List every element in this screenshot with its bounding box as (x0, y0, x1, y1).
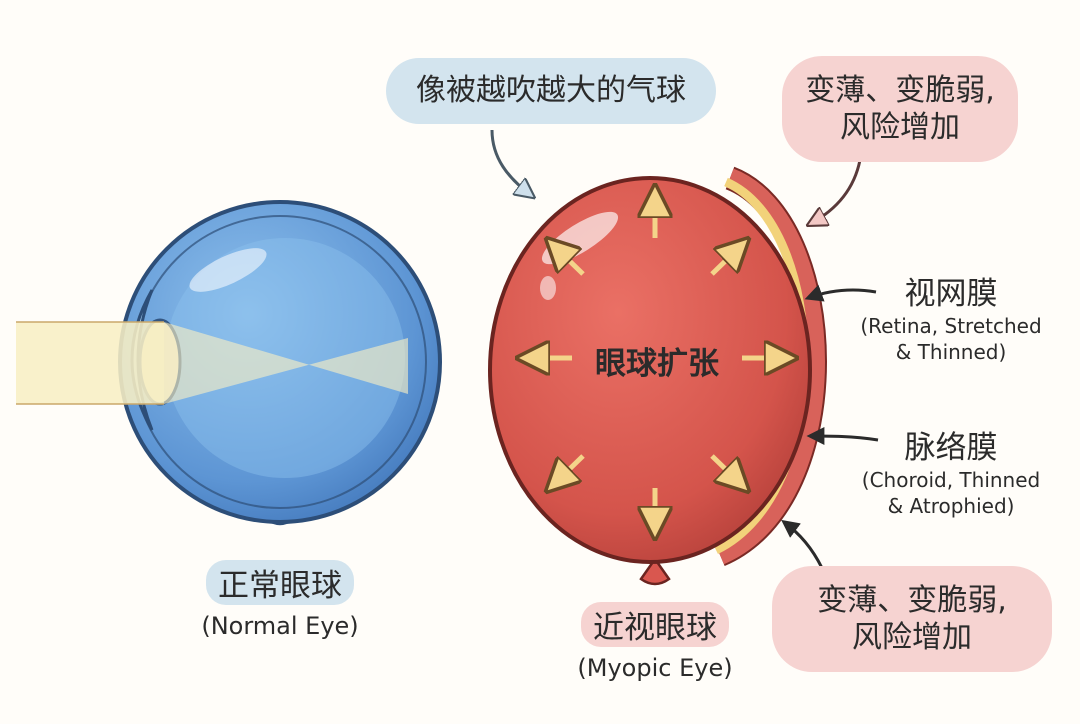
top-thinning-arrow (810, 159, 862, 224)
bottom-thinning-callout: 变薄、变脆弱, 风险增加 (772, 566, 1052, 672)
retina-subtitle-line2: & Thinned) (895, 340, 1007, 364)
normal-eye-caption: 正常眼球 (Normal Eye) (180, 560, 380, 642)
normal-eye-title: 正常眼球 (206, 560, 354, 605)
myopic-eye-subtitle: (Myopic Eye) (577, 654, 733, 682)
balloon-callout: 像被越吹越大的气球 (386, 58, 716, 124)
choroid-pointer (806, 427, 879, 446)
normal-eye (16, 200, 442, 526)
choroid-subtitle-line2: & Atrophied) (887, 494, 1015, 518)
bottom-thinning-line1: 变薄、变脆弱, (817, 582, 1007, 618)
choroid-subtitle-line1: (Choroid, Thinned (861, 468, 1041, 492)
top-thinning-line1: 变薄、变脆弱, (805, 72, 995, 108)
choroid-label: 脉络膜 (Choroid, Thinned & Atrophied) (846, 422, 1056, 519)
myopic-eye (488, 166, 827, 586)
top-thinning-callout: 变薄、变脆弱, 风险增加 (782, 56, 1018, 162)
focus-rays (164, 322, 408, 404)
balloon-callout-text: 像被越吹越大的气球 (416, 73, 686, 109)
expansion-label: 眼球扩张 (595, 346, 719, 382)
myopic-eye-title: 近视眼球 (581, 602, 729, 647)
bottom-thinning-arrow (781, 519, 824, 569)
myopic-eye-knot (639, 556, 671, 586)
retina-pointer (804, 284, 877, 302)
expansion-arrows (522, 190, 792, 534)
top-thinning-line2: 风险增加 (840, 110, 960, 145)
normal-eye-subtitle: (Normal Eye) (201, 612, 359, 640)
choroid-title: 脉络膜 (904, 430, 998, 466)
balloon-callout-arrow (490, 129, 532, 196)
bottom-thinning-line2: 风险增加 (852, 620, 972, 655)
myopic-eye-caption: 近视眼球 (Myopic Eye) (555, 602, 755, 684)
retina-title: 视网膜 (904, 276, 998, 312)
retina-label: 视网膜 (Retina, Stretched & Thinned) (846, 268, 1056, 365)
retina-subtitle-line1: (Retina, Stretched (860, 314, 1042, 338)
normal-eye-highlight (189, 248, 267, 292)
light-beam (16, 322, 164, 404)
